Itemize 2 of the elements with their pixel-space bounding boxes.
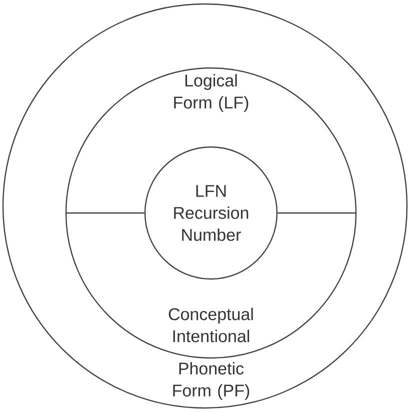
divider-line bbox=[65, 212, 144, 214]
divider-line bbox=[278, 212, 357, 214]
